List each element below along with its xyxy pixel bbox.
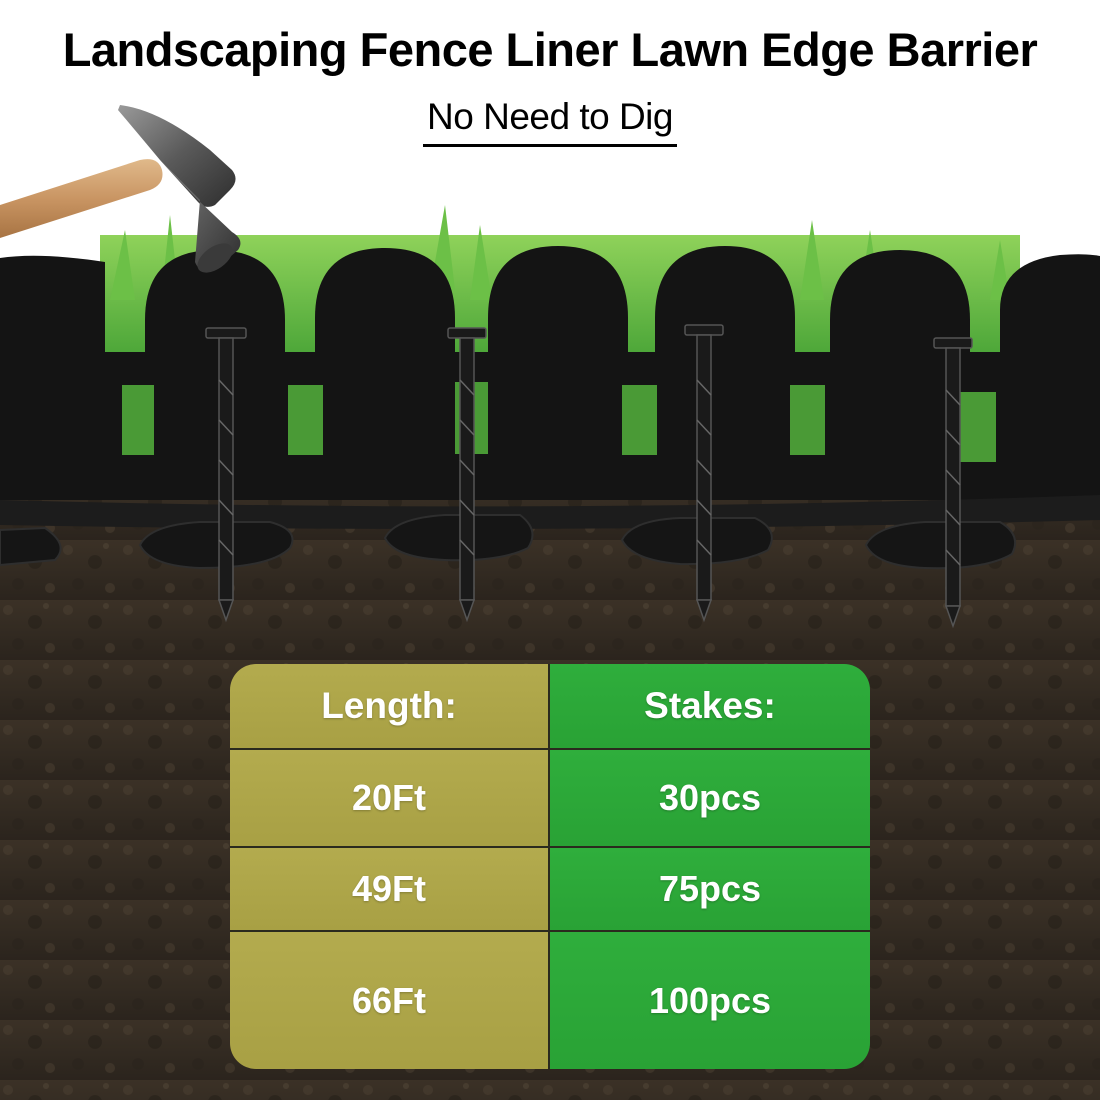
length-cell-66ft: 66Ft [230, 932, 550, 1069]
hammer-icon [0, 105, 241, 273]
length-cell-20ft: 20Ft [230, 750, 550, 848]
stakes-cell-30pcs: 30pcs [550, 750, 870, 848]
stake-4 [933, 337, 973, 629]
ground-stakes [205, 324, 973, 629]
fence-liner [0, 246, 1100, 529]
spec-table: Length: Stakes: 20Ft 30pcs 49Ft 75pcs 66… [230, 664, 870, 1069]
header-stakes: Stakes: [550, 664, 870, 750]
page-title: Landscaping Fence Liner Lawn Edge Barrie… [62, 23, 1038, 76]
stake-2 [447, 327, 487, 623]
length-cell-49ft: 49Ft [230, 848, 550, 932]
header-length: Length: [230, 664, 550, 750]
subtitle-container: No Need to Dig [0, 96, 1100, 147]
stakes-cell-75pcs: 75pcs [550, 848, 870, 932]
stake-1 [205, 327, 247, 623]
stake-3 [684, 324, 724, 623]
stakes-cell-100pcs: 100pcs [550, 932, 870, 1069]
subtitle: No Need to Dig [423, 96, 677, 147]
